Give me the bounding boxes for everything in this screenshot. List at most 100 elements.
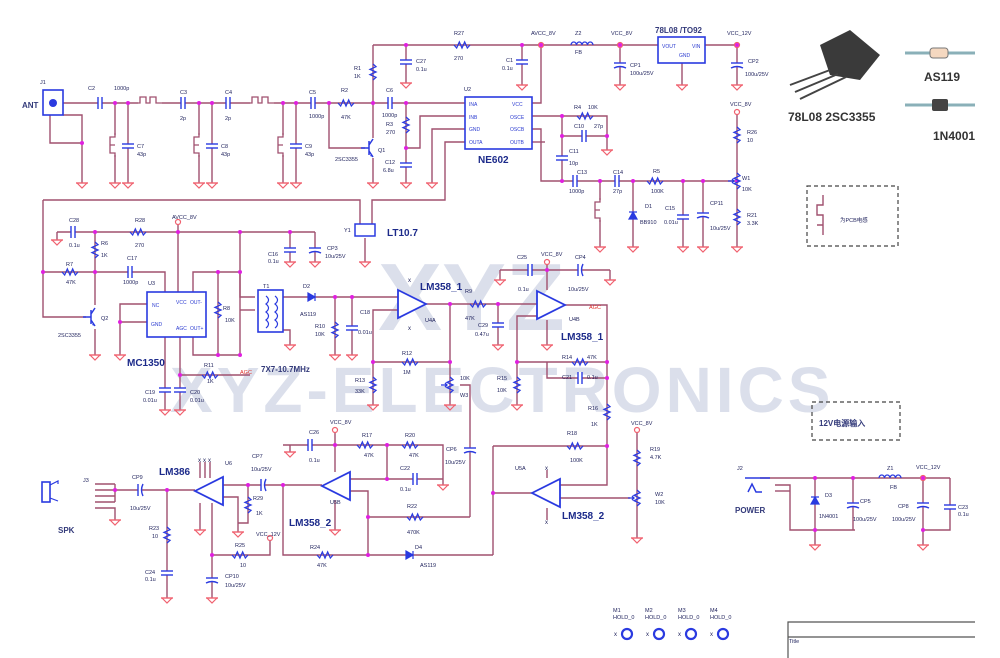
label-parts-w2-ref: W2 (655, 492, 663, 498)
label-reference_images-diode2: 1N4001 (933, 129, 975, 143)
capacitor-gap (138, 484, 142, 496)
resistor-R18 (566, 441, 584, 451)
label-parts-c12-value: 6.8u (383, 168, 394, 174)
diode-body (307, 291, 317, 303)
diode-body (627, 210, 639, 220)
junction-dot (238, 230, 242, 234)
ground-icon (284, 451, 296, 458)
label-parts-r16-value: 1K (591, 422, 598, 428)
ground-arrow (516, 84, 528, 91)
resistor-R29 (243, 496, 253, 514)
wire (532, 115, 608, 150)
label-parts-u2-pins-6: OSCB (510, 127, 525, 133)
wire (431, 128, 465, 183)
capacitor-gap (284, 248, 296, 252)
no-connect-mark: x (646, 632, 649, 638)
label-reference_images-diode1: AS119 (924, 70, 960, 84)
label-parts-r11-value: 1K (207, 379, 214, 385)
capacitor-gap (128, 266, 132, 278)
ground-arrow (359, 261, 371, 268)
resistor-body (61, 267, 79, 277)
label-parts-z2-ref: Z2 (575, 31, 581, 37)
no-connect-mark: x (545, 520, 548, 526)
junction-dot (327, 101, 331, 105)
label-parts-c8-value: 43p (221, 152, 230, 158)
capacitor-plate (205, 580, 219, 584)
ground-arrow (329, 529, 341, 536)
ground-arrow (677, 246, 689, 253)
label-parts-w3-value: 10K (460, 376, 470, 382)
ground-arrow (627, 246, 639, 253)
ground-icon (159, 409, 171, 416)
mounting-hole-M3 (684, 627, 698, 641)
wire (532, 45, 542, 104)
wire (238, 485, 249, 524)
label-parts-u3-pins-0: NC (152, 303, 160, 309)
label-parts-c5-value: 1000p (309, 114, 324, 120)
label-mounting_holes-2-ref: M3 (678, 608, 686, 614)
label-parts-d2-value: AS119 (300, 312, 316, 318)
junction-dot (735, 43, 739, 47)
wiper-arrow (628, 495, 635, 501)
label-parts-r20-ref: R20 (405, 433, 415, 439)
label-parts-cp4-value: 10u/25V (568, 287, 589, 293)
capacitor-C13 (572, 175, 578, 187)
resistor-R10 (330, 321, 340, 339)
ground-arrow (193, 182, 205, 189)
capacitor-plate (846, 505, 860, 509)
capacitor-gap (309, 248, 321, 252)
capacitor-C24 (161, 570, 173, 576)
junction-dot (605, 134, 609, 138)
label-parts-u1-value: 78L08 /TO92 (655, 26, 703, 35)
label-parts-c11-value: 10p (569, 161, 578, 167)
label-parts-c29-ref: C29 (478, 323, 488, 329)
meander (109, 133, 116, 157)
power-port-icon (266, 534, 274, 542)
capacitor-gap (516, 60, 528, 64)
label-parts-r2-value: 47K (341, 115, 351, 121)
resistor-R26 (732, 126, 742, 144)
label-parts-c25-ref: C25 (517, 255, 527, 261)
label-parts-c22-value: 0.1u (400, 487, 411, 493)
resistor-R27 (453, 40, 471, 50)
label-parts-d3-value: 1N4001 (819, 514, 838, 520)
wire (43, 271, 166, 292)
antenna-jack-icon (49, 99, 57, 107)
ground-icon (193, 182, 205, 189)
capacitor-CP2 (730, 62, 744, 69)
ground-arrow (89, 354, 101, 361)
label-parts-r15-value: 10K (497, 388, 507, 394)
power-port-icon (633, 426, 641, 434)
capacitor-gap (464, 448, 476, 452)
capacitor-C22 (412, 473, 418, 485)
label-nets-avcc_8v: AVCC_8V (531, 31, 556, 37)
wire (923, 478, 951, 531)
junction-dot (288, 230, 292, 234)
label-nets-vcc_12v: VCC_12V (727, 31, 752, 37)
label-parts-c11-ref: C11 (569, 149, 579, 155)
label-parts-u4b-ref: U4B (569, 317, 580, 323)
label-parts-cp7-value: 10u/25V (251, 467, 272, 473)
power-port-icon (174, 218, 182, 226)
resistor-body (512, 376, 522, 394)
ground-icon (76, 182, 88, 189)
wire (328, 103, 365, 149)
ground-icon (917, 544, 929, 551)
label-parts-u2-pins-5: OSCE (510, 115, 525, 121)
capacitor-gap (161, 571, 173, 575)
label-parts-r14-value: 47K (587, 355, 597, 361)
label-parts-u1-pins-0: VOUT (662, 44, 676, 50)
label-parts-r23-value: 10 (152, 534, 158, 540)
ground-icon (367, 182, 379, 189)
label-parts-u3-pins-1: GND (151, 322, 163, 328)
ground-arrow (631, 537, 643, 544)
junction-dot (385, 443, 389, 447)
junction-dot (294, 101, 298, 105)
label-parts-r4-value: 10K (588, 105, 598, 111)
capacitor-gap (944, 505, 956, 509)
label-parts-c17-value: 1000p (123, 280, 138, 286)
label-parts-c21-value: 0.1u (587, 375, 598, 381)
label-parts-r5-value: 100K (651, 189, 664, 195)
resistor-body (330, 321, 340, 339)
